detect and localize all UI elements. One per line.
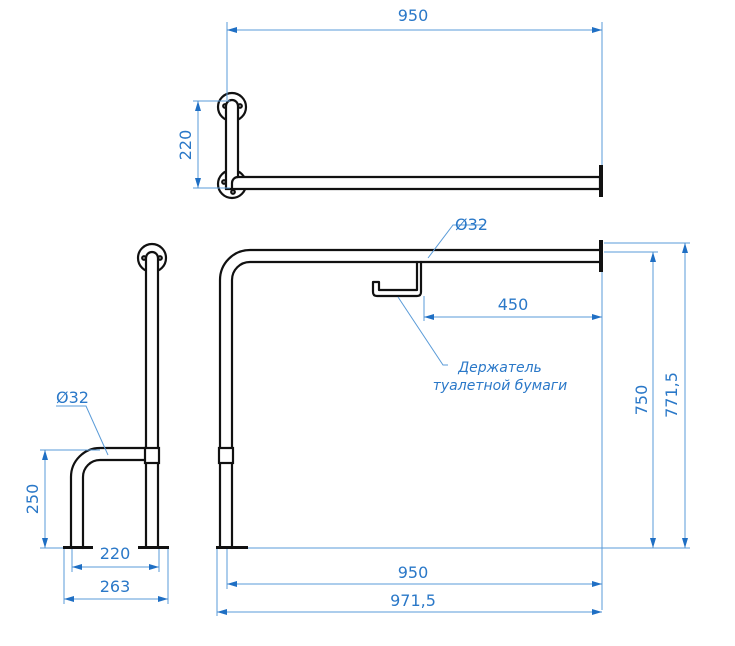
- dim-front-width: 950: [398, 563, 429, 582]
- side-diameter-label: Ø32: [56, 388, 89, 407]
- dim-front-total-height: 771,5: [662, 372, 681, 418]
- front-rail-tube: [218, 248, 602, 550]
- front-sleeve: [217, 446, 235, 465]
- dim-side-outer-width: 263: [100, 577, 131, 596]
- foot-left: [63, 546, 93, 549]
- dim-holder-offset: 450: [498, 295, 529, 314]
- holder-label-line1: Держатель: [457, 360, 542, 376]
- front-diameter-label: Ø32: [455, 215, 488, 234]
- rail-tube-top: [224, 98, 602, 191]
- toilet-paper-holder: [371, 260, 423, 298]
- foot-right: [138, 546, 169, 549]
- dim-side-inner-width: 220: [100, 544, 131, 563]
- top-view: 950 220: [176, 6, 603, 200]
- front-foot: [216, 546, 248, 549]
- end-plate: [599, 165, 603, 197]
- dim-side-height: 250: [23, 484, 42, 515]
- dim-front-height: 750: [632, 385, 651, 416]
- dim-top-height: 220: [176, 130, 195, 161]
- side-leg-arm: [69, 446, 147, 550]
- side-view: 250 220 263 Ø32: [23, 242, 169, 604]
- front-end-plate: [599, 240, 603, 272]
- dim-front-total-width: 971,5: [390, 591, 436, 610]
- front-view: Ø32 Держатель туалетной бумаги 450 750 7…: [216, 215, 690, 616]
- holder-label-line2: туалетной бумаги: [433, 378, 568, 394]
- dim-top-width: 950: [398, 6, 429, 25]
- side-sleeve: [143, 446, 161, 465]
